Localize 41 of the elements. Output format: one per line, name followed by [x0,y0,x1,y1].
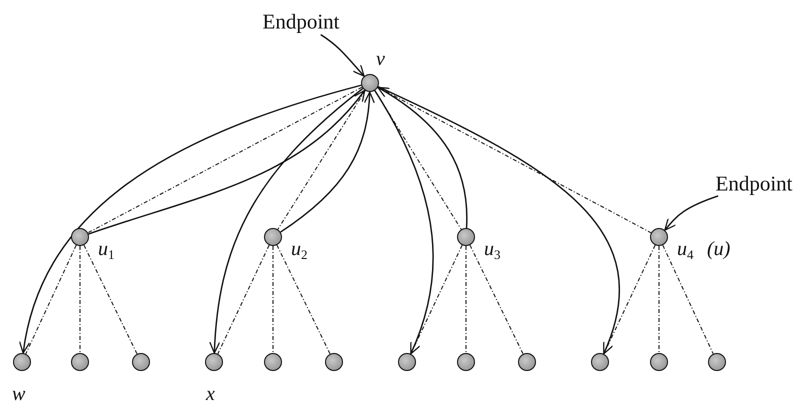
node-label: x [206,384,215,404]
dashed-line [469,244,524,354]
arrow [20,84,362,354]
tree-node-circle [71,353,89,371]
tree-node-circle [708,353,726,371]
dashed-line [25,244,77,354]
tree-node-circle [650,353,668,371]
tree-node-circle [398,353,416,371]
arrow [320,34,365,77]
tree-node-circle [71,228,89,246]
tree-node-circle [132,353,150,371]
tree-node-circle [457,353,475,371]
dashed-line [276,244,331,354]
tree-node-circle [361,74,379,92]
arrow [664,195,718,231]
tree-node-circle [264,228,282,246]
tree-node-circle [264,353,282,371]
arrow [374,90,434,354]
node-label: (u) [707,239,730,259]
tree-node-circle [591,353,609,371]
tree-node-circle [13,353,31,371]
dashed-line [83,244,138,354]
node-label: u$_{2}$ [291,239,308,261]
dashed-line [658,246,660,354]
tree-node-circle [650,228,668,246]
arrow [378,86,620,354]
callout-text: Endpoint [716,172,792,196]
node-label: u$_{4}$ [677,239,694,261]
dashed-line [662,244,714,354]
dashed-line [217,244,270,354]
arrow [209,88,364,354]
node-label: w [12,384,26,404]
dashed-line [272,246,274,354]
node-label: v [376,49,385,69]
node-label: u$_{3}$ [484,239,500,261]
node-label: u$_{1}$ [98,239,114,261]
tree-node-circle [325,353,343,371]
tree-node-circle [205,353,223,371]
tree-node-circle [457,228,475,246]
tree-node-circle [518,353,536,371]
callout-text: Endpoint [262,10,340,34]
